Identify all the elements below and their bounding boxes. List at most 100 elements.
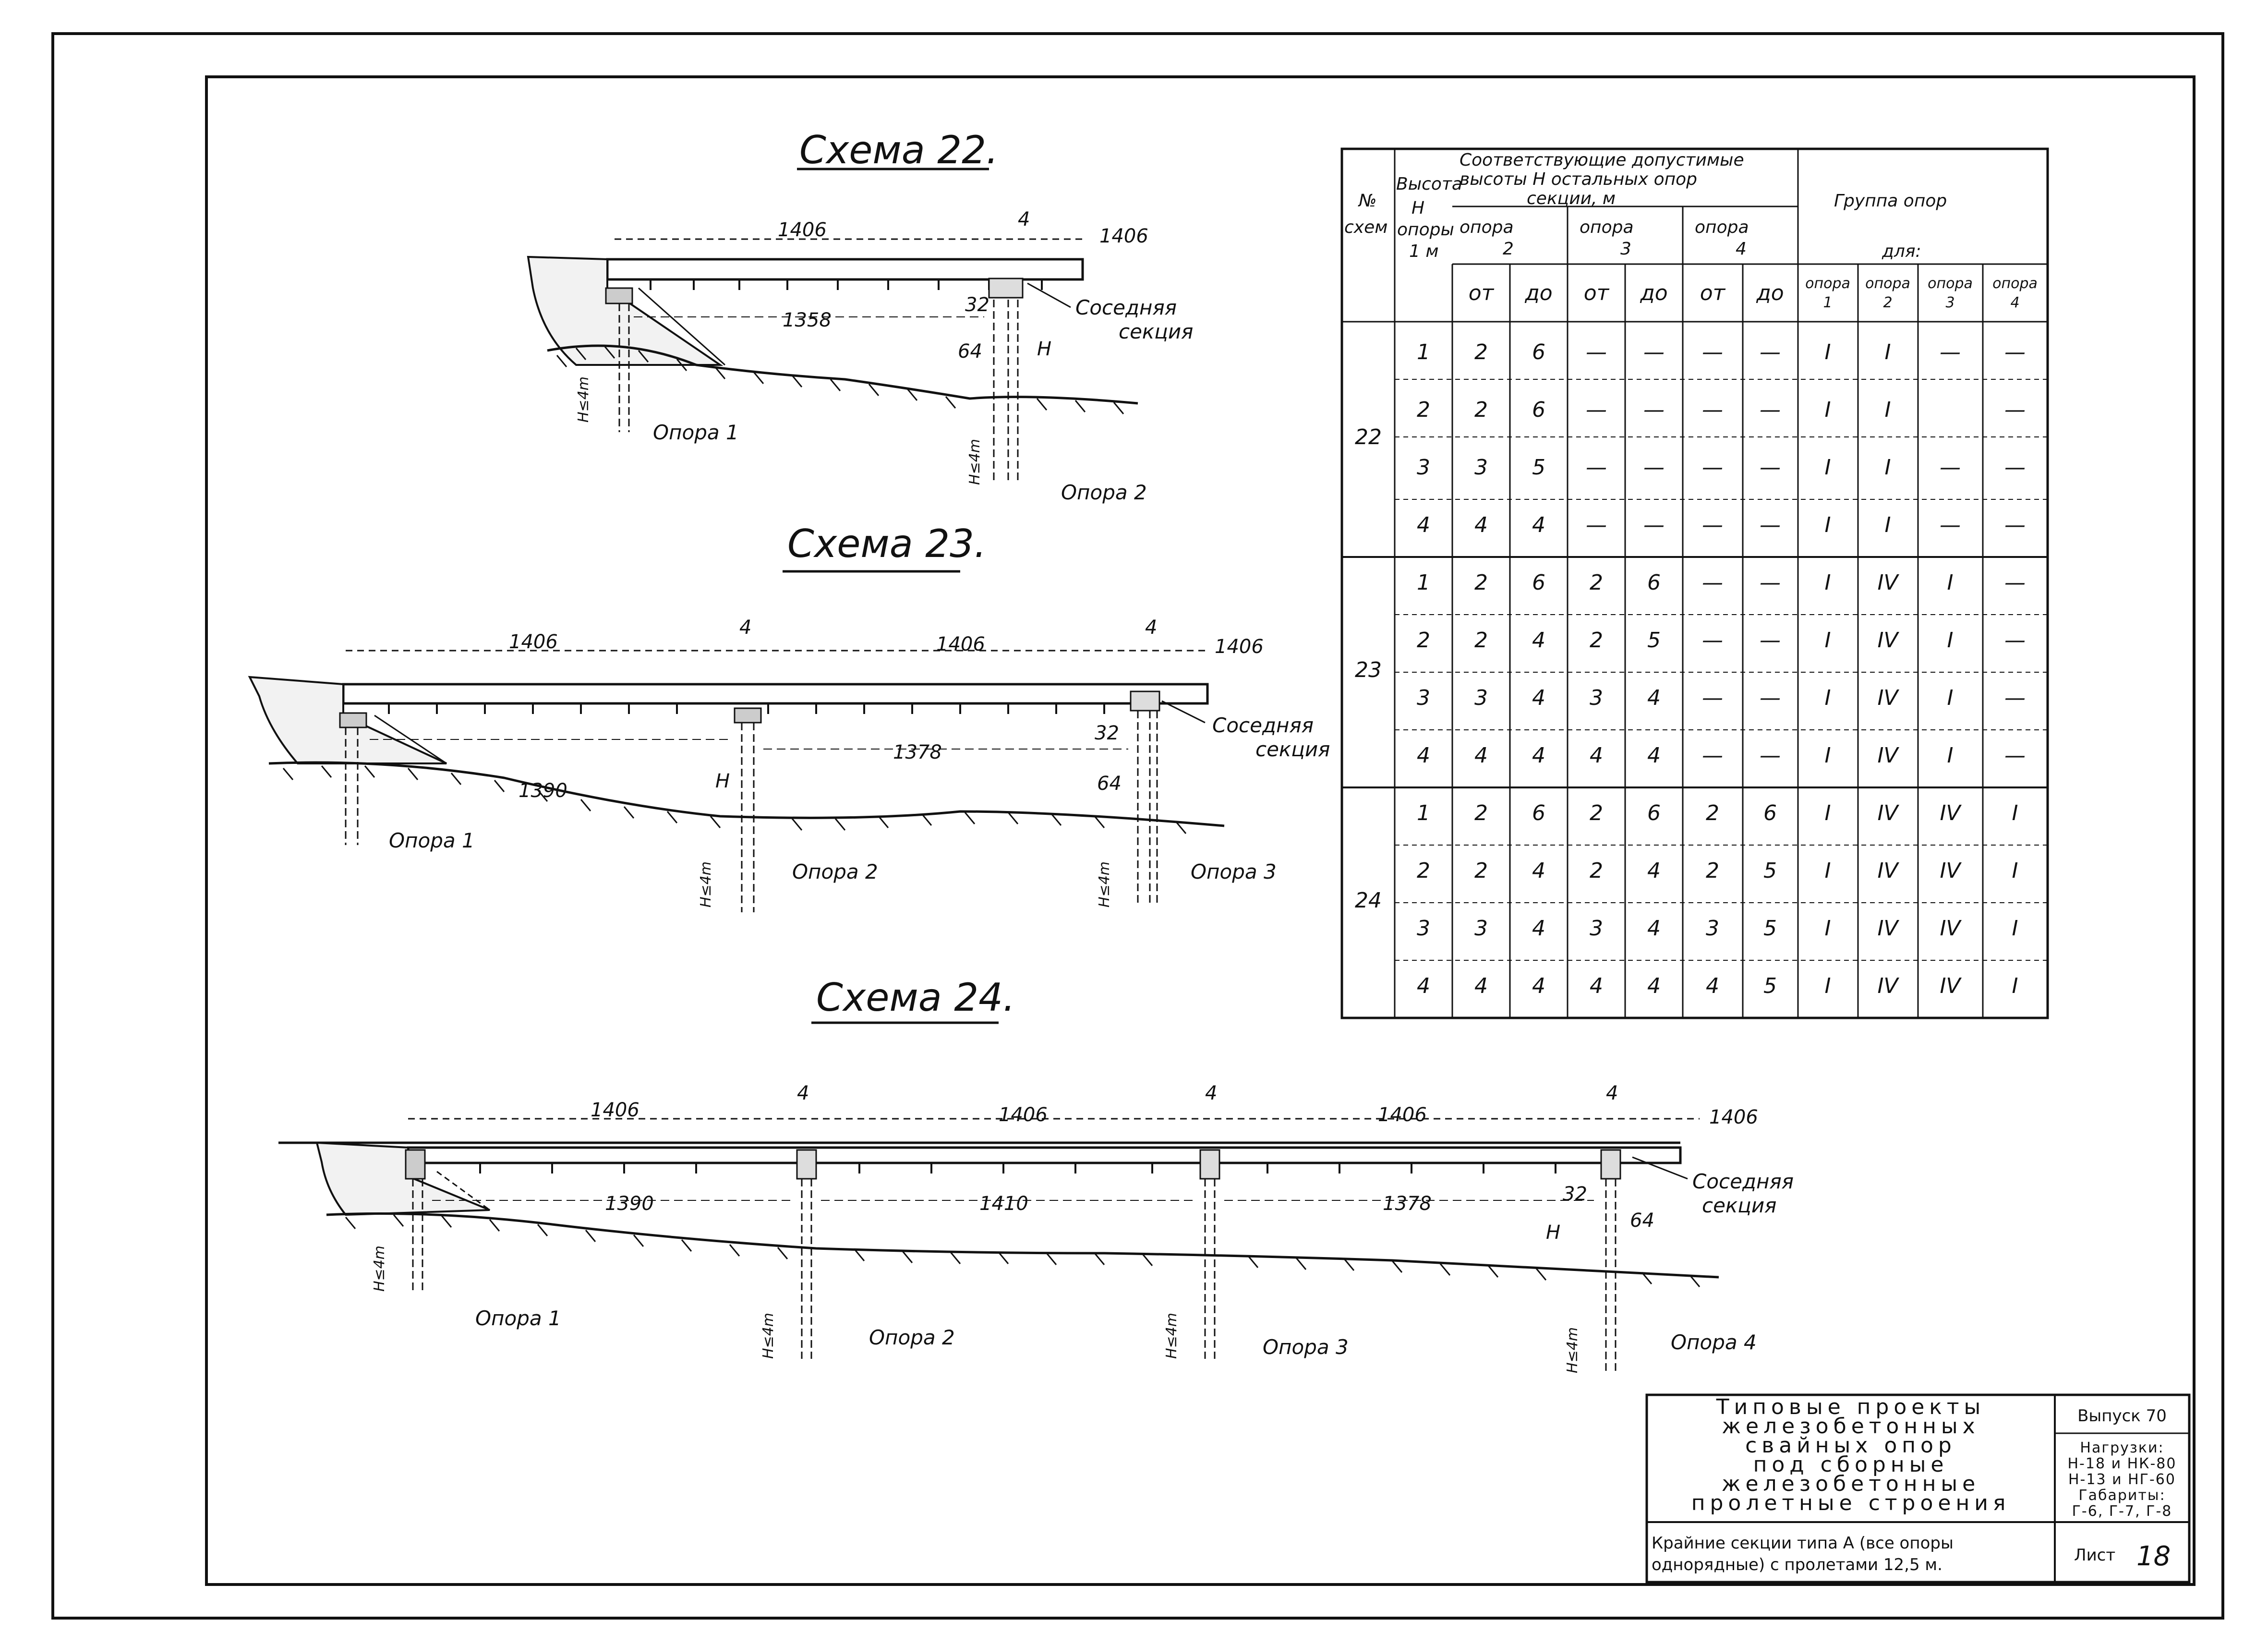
embankment [528,257,720,365]
project-title: железобетонные [1722,1472,1980,1496]
clear-span-dimension: 1378 [1383,1193,1432,1215]
pile-support-2 [994,288,1018,480]
table-cell: IV [1877,628,1899,653]
table-cell: 2 [1417,628,1430,653]
ground-hatch [346,1215,1700,1287]
header-group-col: 3 [1945,294,1954,311]
support-cap [989,278,1023,298]
sheet-title: однорядные) с пролетами 12,5 м. [1652,1555,1942,1574]
table-cell: — [1702,686,1723,710]
table-cell: 5 [1763,974,1777,998]
table-cell: 3 [1706,916,1719,941]
table-cell: 2 [1706,801,1719,825]
pile-depth-label: H≤4m [966,439,983,485]
table-cell: I [1947,743,1954,768]
support-cap [797,1150,816,1179]
table-cell: 6 [1532,340,1545,364]
table-group-lines [1342,557,2048,787]
table-cell: — [1702,455,1723,480]
loads-value: Н-18 и НК-80 [2068,1455,2177,1472]
span-dimension: 1406 [778,219,827,241]
table-cell: — [1760,570,1781,595]
support-cap [1601,1150,1620,1179]
table-cell: 6 [1647,801,1661,825]
table-cell: — [1586,398,1607,422]
joint-dimension: 4 [739,617,751,639]
table-cell: — [1760,628,1781,653]
table-cell: — [1760,686,1781,710]
sheet-title: Крайние секции типа А (все опоры [1652,1534,1954,1553]
table-cell: 4 [1532,859,1545,883]
header-group-col: опора [1865,275,1910,292]
table-hlines [1342,206,2048,322]
table-cell: 6 [1532,398,1545,422]
table-cell: IV [1877,801,1899,825]
slope-line [437,1172,490,1210]
dimension-label: 32 [965,294,989,316]
table-cell: I [1885,398,1891,422]
pile-support-2 [802,1179,811,1359]
dimension-label: 64 [1097,773,1122,795]
dimension-label: 64 [1630,1210,1654,1232]
group-scheme-no: 23 [1355,658,1382,682]
header-group-col: опора [1928,275,1973,292]
support-label: Опора 1 [389,829,475,852]
ground-hatch [283,766,1186,834]
table-cell: 3 [1474,686,1488,710]
pile-depth-label: H≤4m [371,1246,388,1292]
table-cell: 4 [1474,743,1488,768]
table-cell: — [2004,398,2026,422]
table-cell: 6 [1532,801,1545,825]
slope-line [639,288,725,365]
span-dimension: 1406 [1099,225,1148,247]
pile-depth-label: H≤4m [1163,1313,1180,1359]
table-cell: 4 [1590,743,1603,768]
table-cell: 3 [1474,916,1488,941]
header-from: от [1700,281,1726,305]
table-cell: 4 [1417,743,1430,768]
deck-ribs [389,703,1104,714]
table-cell: I [2012,974,2018,998]
header-opora: опора [1460,218,1514,237]
table-cell: 5 [1647,628,1661,653]
table-cell: 3 [1417,916,1430,941]
table-cell: 2 [1590,859,1603,883]
header-to: до [1640,281,1667,305]
pile-support-1 [346,727,358,845]
table-cell: 5 [1763,916,1777,941]
header-heights: Соответствующие допустимые [1460,150,1744,170]
table-cell: 4 [1474,513,1488,537]
pile-depth-label: H≤4m [760,1313,777,1359]
project-title: Типовые проекты [1716,1395,1986,1419]
table-cell: I [1825,570,1831,595]
table-cell: 2 [1474,570,1488,595]
pile-support-3 [1138,711,1157,903]
deck [607,259,1083,279]
deck [343,684,1207,703]
span-dimension: 1406 [1709,1106,1758,1128]
table-cell: 2 [1417,859,1430,883]
header-height: Высота [1396,174,1462,194]
table-cell: — [1760,398,1781,422]
scheme-title: Схема 23. [787,521,986,566]
table-cell: I [1825,513,1831,537]
header-opora: 3 [1620,239,1631,259]
project-title: пролетные строения [1691,1491,2011,1515]
table-cell: 3 [1590,916,1603,941]
support-label: Опора 3 [1191,860,1277,883]
table-cell: I [1885,340,1891,364]
neighbor-section-label: Соседняя [1692,1170,1794,1193]
sheet-number: 18 [2136,1541,2171,1572]
table-cell: 1 [1417,340,1430,364]
table-cell: — [1643,340,1665,364]
table-cell: 4 [1647,916,1661,941]
table-cell: 5 [1763,859,1777,883]
clear-span-dimension: 1358 [783,309,832,331]
table-cell: 4 [1532,974,1545,998]
table-cell: — [2004,340,2026,364]
deck [408,1148,1680,1163]
joint-dimension: 4 [797,1082,809,1104]
pile-support-4 [1606,1179,1616,1373]
table-cell: 2 [1706,859,1719,883]
dimension-label: 32 [1095,722,1119,744]
